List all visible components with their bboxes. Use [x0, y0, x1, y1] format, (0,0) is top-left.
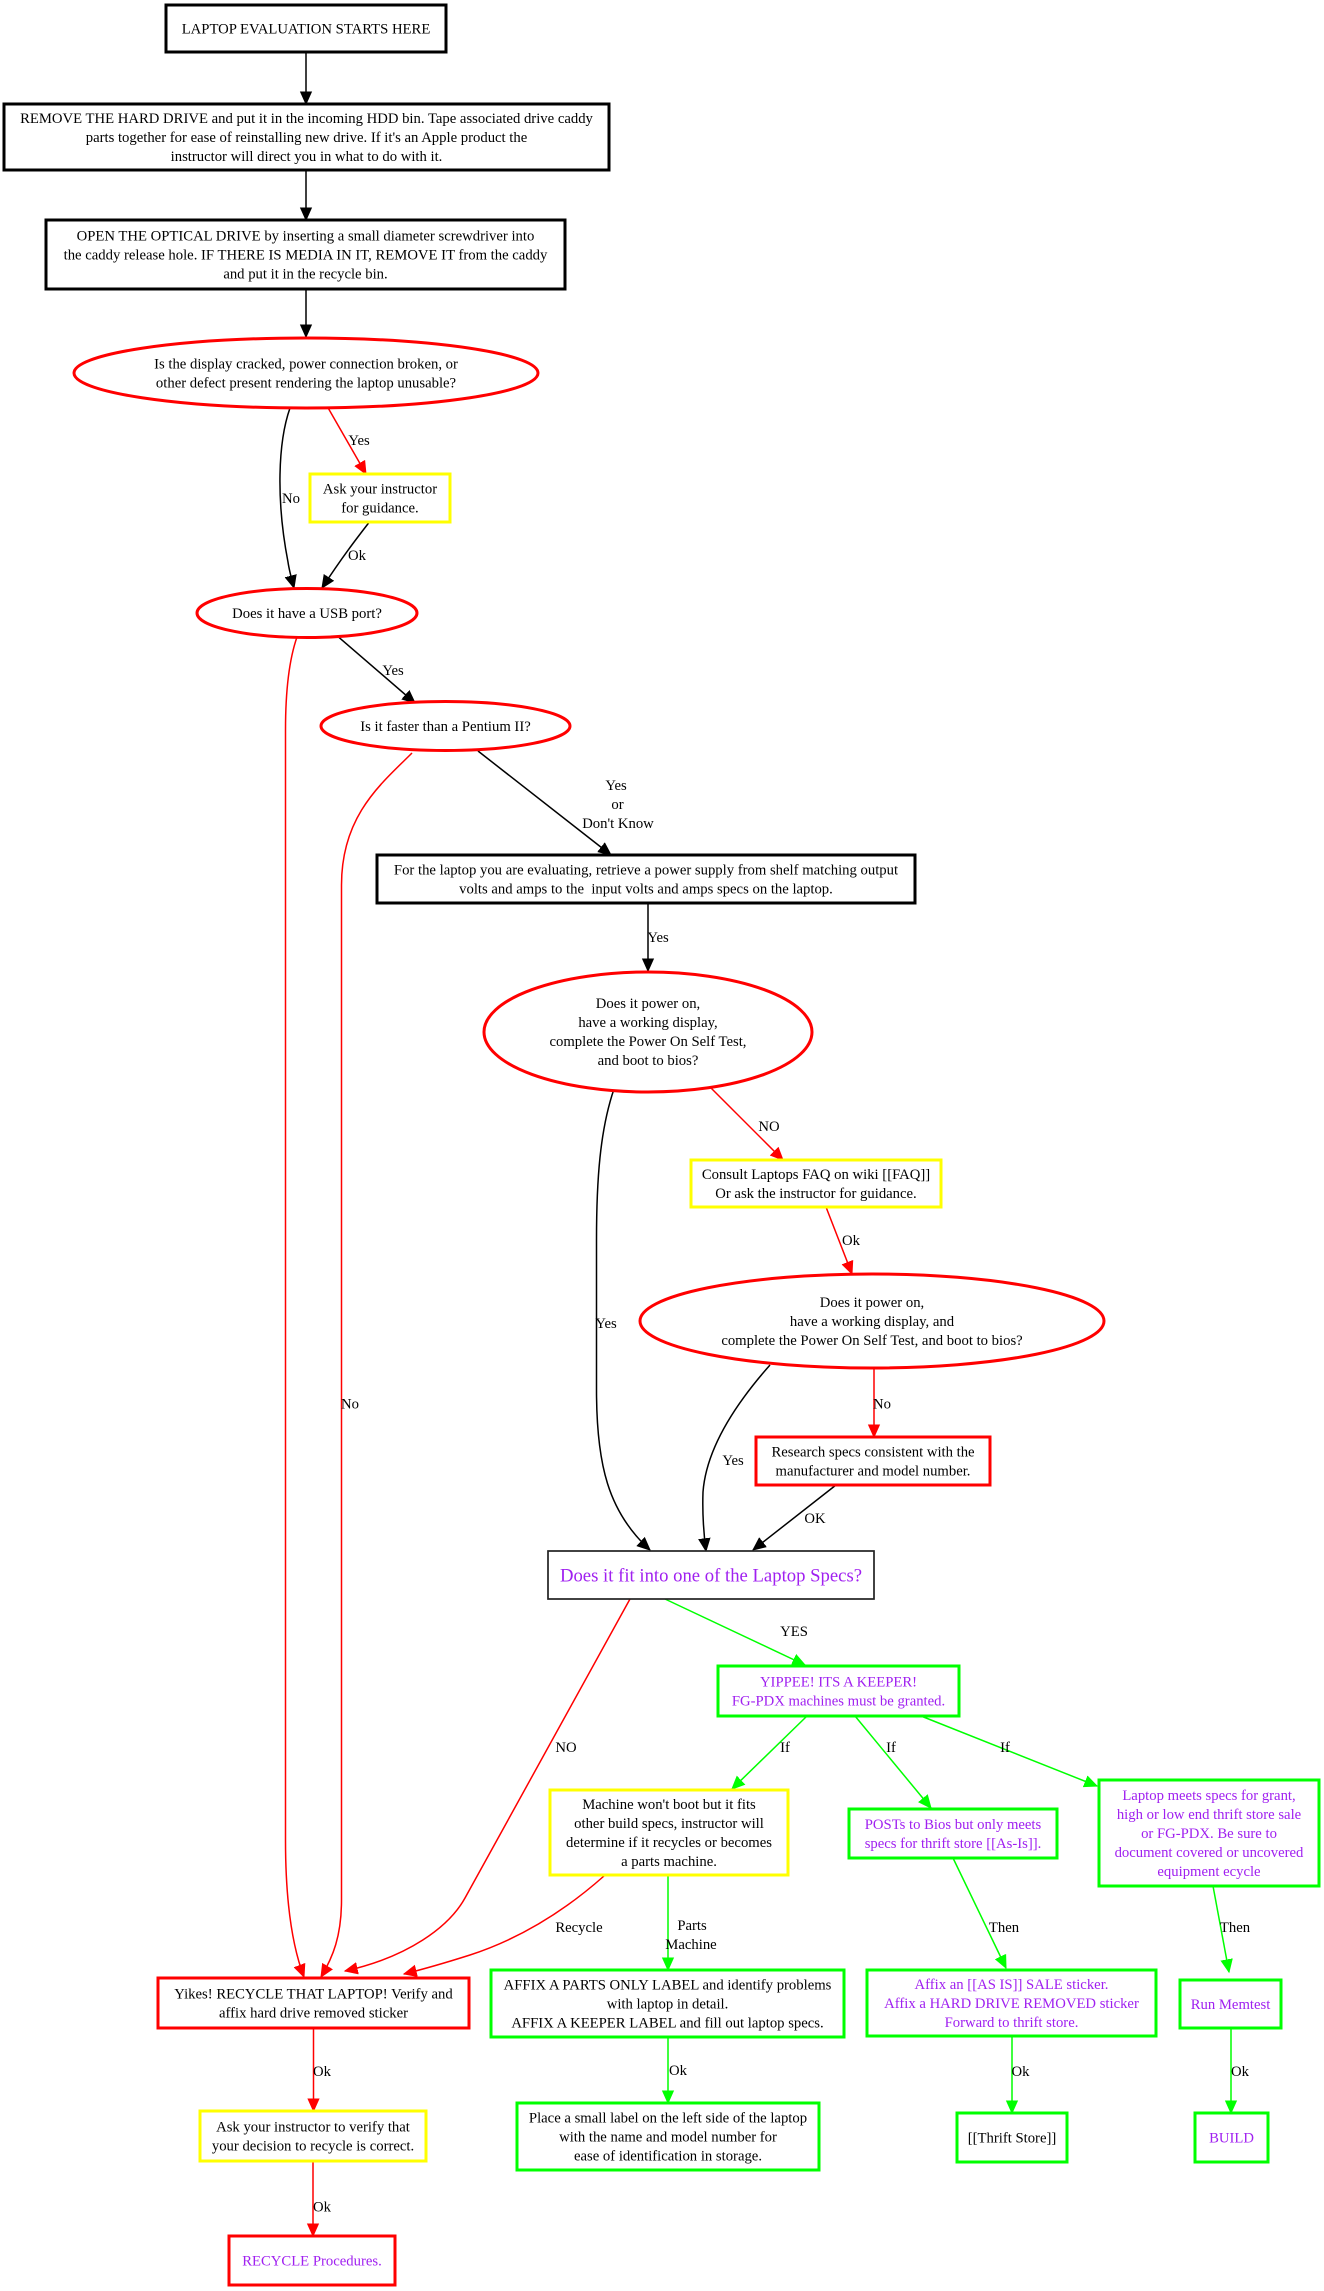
svg-text:Ok: Ok	[669, 2063, 688, 2079]
svg-text:Yes: Yes	[722, 1453, 744, 1469]
svg-text:Machine won't boot but it fits: Machine won't boot but it fits	[582, 1797, 756, 1813]
svg-text:For the laptop you are evaluat: For the laptop you are evaluating, retri…	[394, 863, 898, 879]
svg-text:with laptop in detail.: with laptop in detail.	[607, 1997, 729, 2013]
svg-text:Ok: Ok	[313, 2200, 332, 2216]
svg-text:or FG-PDX. Be sure to: or FG-PDX. Be sure to	[1141, 1826, 1277, 1842]
svg-text:Yes: Yes	[595, 1316, 617, 1332]
svg-text:Yes: Yes	[382, 663, 404, 679]
svg-text:Research specs consistent with: Research specs consistent with the	[771, 1445, 975, 1461]
svg-text:with the name and model number: with the name and model number for	[559, 2130, 777, 2146]
svg-text:complete the Power On Self Tes: complete the Power On Self Test, and boo…	[721, 1333, 1022, 1349]
svg-text:other defect present rendering: other defect present rendering the lapto…	[156, 376, 456, 392]
svg-text:Is it faster than a Pentium II: Is it faster than a Pentium II?	[360, 719, 530, 735]
svg-text:other build specs, instructor: other build specs, instructor will	[574, 1816, 764, 1832]
svg-text:NO: NO	[758, 1119, 779, 1135]
svg-text:Ok: Ok	[1231, 2064, 1250, 2080]
svg-text:equipment ecycle: equipment ecycle	[1157, 1864, 1261, 1880]
svg-text:FG-PDX machines must be grante: FG-PDX machines must be granted.	[732, 1694, 945, 1710]
svg-text:Then: Then	[989, 1920, 1020, 1936]
svg-text:YES: YES	[780, 1624, 808, 1640]
svg-text:Ok: Ok	[842, 1233, 861, 1249]
svg-text:If: If	[1000, 1740, 1010, 1756]
svg-text:Place a small label on the lef: Place a small label on the left side of …	[529, 2111, 807, 2127]
svg-text:instructor will direct you in: instructor will direct you in what to do…	[171, 149, 443, 165]
svg-text:Does it power on,: Does it power on,	[820, 1295, 924, 1311]
svg-text:Then: Then	[1220, 1920, 1251, 1936]
svg-text:affix hard drive removed stick: affix hard drive removed sticker	[219, 2006, 408, 2022]
svg-text:have a working display,: have a working display,	[578, 1015, 717, 1031]
svg-text:Does it have a USB port?: Does it have a USB port?	[232, 606, 382, 622]
svg-text:Or ask the instructor for guid: Or ask the instructor for guidance.	[715, 1186, 916, 1202]
svg-text:Affix a HARD DRIVE REMOVED sti: Affix a HARD DRIVE REMOVED sticker	[884, 1996, 1139, 2012]
svg-text:Affix an [[AS IS]] SALE sticke: Affix an [[AS IS]] SALE sticker.	[915, 1977, 1109, 1993]
svg-text:the caddy release hole. IF THE: the caddy release hole. IF THERE IS MEDI…	[64, 248, 548, 264]
svg-text:Run Memtest: Run Memtest	[1191, 1997, 1271, 2013]
svg-text:manufacturer and model number.: manufacturer and model number.	[776, 1464, 971, 1480]
svg-text:a parts machine.: a parts machine.	[621, 1854, 717, 1870]
svg-text:[[Thrift Store]]: [[Thrift Store]]	[968, 2131, 1057, 2147]
svg-text:LAPTOP EVALUATION STARTS HERE: LAPTOP EVALUATION STARTS HERE	[182, 22, 431, 38]
svg-text:Does it fit into one of the La: Does it fit into one of the Laptop Specs…	[560, 1566, 862, 1587]
svg-text:determine if it recycles or be: determine if it recycles or becomes	[566, 1835, 772, 1851]
svg-text:AFFIX A PARTS ONLY LABEL and i: AFFIX A PARTS ONLY LABEL and identify pr…	[504, 1978, 832, 1994]
svg-text:Parts: Parts	[677, 1918, 707, 1934]
svg-text:OK: OK	[804, 1511, 826, 1527]
svg-text:POSTs to Bios but only meets: POSTs to Bios but only meets	[865, 1817, 1042, 1833]
svg-text:Yes: Yes	[348, 433, 370, 449]
svg-text:AFFIX A KEEPER LABEL and fill: AFFIX A KEEPER LABEL and fill out laptop…	[511, 2016, 823, 2032]
svg-text:Ok: Ok	[313, 2064, 332, 2080]
svg-text:Yes: Yes	[647, 930, 669, 946]
svg-text:YIPPEE! ITS A KEEPER!: YIPPEE! ITS A KEEPER!	[760, 1675, 917, 1691]
svg-text:have a working display, and: have a working display, and	[790, 1314, 955, 1330]
svg-text:and boot to bios?: and boot to bios?	[598, 1053, 699, 1069]
svg-text:document covered or uncovered: document covered or uncovered	[1115, 1845, 1304, 1861]
svg-text:ease of identification in stor: ease of identification in storage.	[574, 2149, 762, 2165]
svg-text:BUILD: BUILD	[1209, 2131, 1254, 2147]
svg-text:Machine: Machine	[665, 1937, 717, 1953]
svg-text:complete the Power On Self Tes: complete the Power On Self Test,	[550, 1034, 747, 1050]
svg-text:Laptop meets specs for grant,: Laptop meets specs for grant,	[1122, 1788, 1295, 1804]
svg-text:Does it power on,: Does it power on,	[596, 996, 700, 1012]
svg-text:NO: NO	[555, 1740, 576, 1756]
svg-text:Ask your instructor to verify: Ask your instructor to verify that	[216, 2120, 410, 2136]
svg-text:No: No	[873, 1397, 891, 1413]
svg-text:Don't Know: Don't Know	[582, 816, 654, 832]
svg-text:for guidance.: for guidance.	[341, 501, 418, 517]
svg-text:Yikes! RECYCLE THAT LAPTOP! Ve: Yikes! RECYCLE THAT LAPTOP! Verify and	[174, 1987, 453, 2003]
svg-text:and put it in the recycle bin.: and put it in the recycle bin.	[223, 267, 387, 283]
svg-text:OPEN THE OPTICAL DRIVE by inse: OPEN THE OPTICAL DRIVE by inserting a sm…	[77, 229, 535, 245]
svg-text:If: If	[886, 1740, 896, 1756]
svg-text:If: If	[780, 1740, 790, 1756]
svg-text:high or low end thrift store s: high or low end thrift store sale	[1117, 1807, 1302, 1823]
svg-text:Is the display cracked, power: Is the display cracked, power connection…	[154, 357, 458, 373]
svg-text:Recycle: Recycle	[555, 1920, 603, 1936]
svg-text:Yes: Yes	[605, 778, 627, 794]
svg-text:Ask your instructor: Ask your instructor	[323, 482, 437, 498]
svg-text:your decision to recycle is co: your decision to recycle is correct.	[212, 2139, 414, 2155]
svg-text:Forward to thrift store.: Forward to thrift store.	[945, 2015, 1079, 2031]
svg-text:No: No	[282, 491, 300, 507]
svg-text:RECYCLE Procedures.: RECYCLE Procedures.	[242, 2254, 382, 2270]
svg-text:No: No	[341, 1397, 359, 1413]
svg-text:parts together for ease of rei: parts together for ease of reinstalling …	[86, 130, 528, 146]
svg-text:volts and amps to the input v: volts and amps to the input volts and am…	[459, 882, 833, 898]
svg-text:Consult Laptops FAQ on wiki [[: Consult Laptops FAQ on wiki [[FAQ]]	[702, 1167, 930, 1183]
svg-text:or: or	[611, 797, 623, 813]
svg-text:specs for thrift store [[As-Is: specs for thrift store [[As-Is]].	[865, 1836, 1042, 1852]
svg-text:Ok: Ok	[1012, 2064, 1031, 2080]
svg-text:REMOVE THE HARD DRIVE and put: REMOVE THE HARD DRIVE and put it in the …	[20, 111, 593, 127]
svg-text:Ok: Ok	[348, 548, 367, 564]
